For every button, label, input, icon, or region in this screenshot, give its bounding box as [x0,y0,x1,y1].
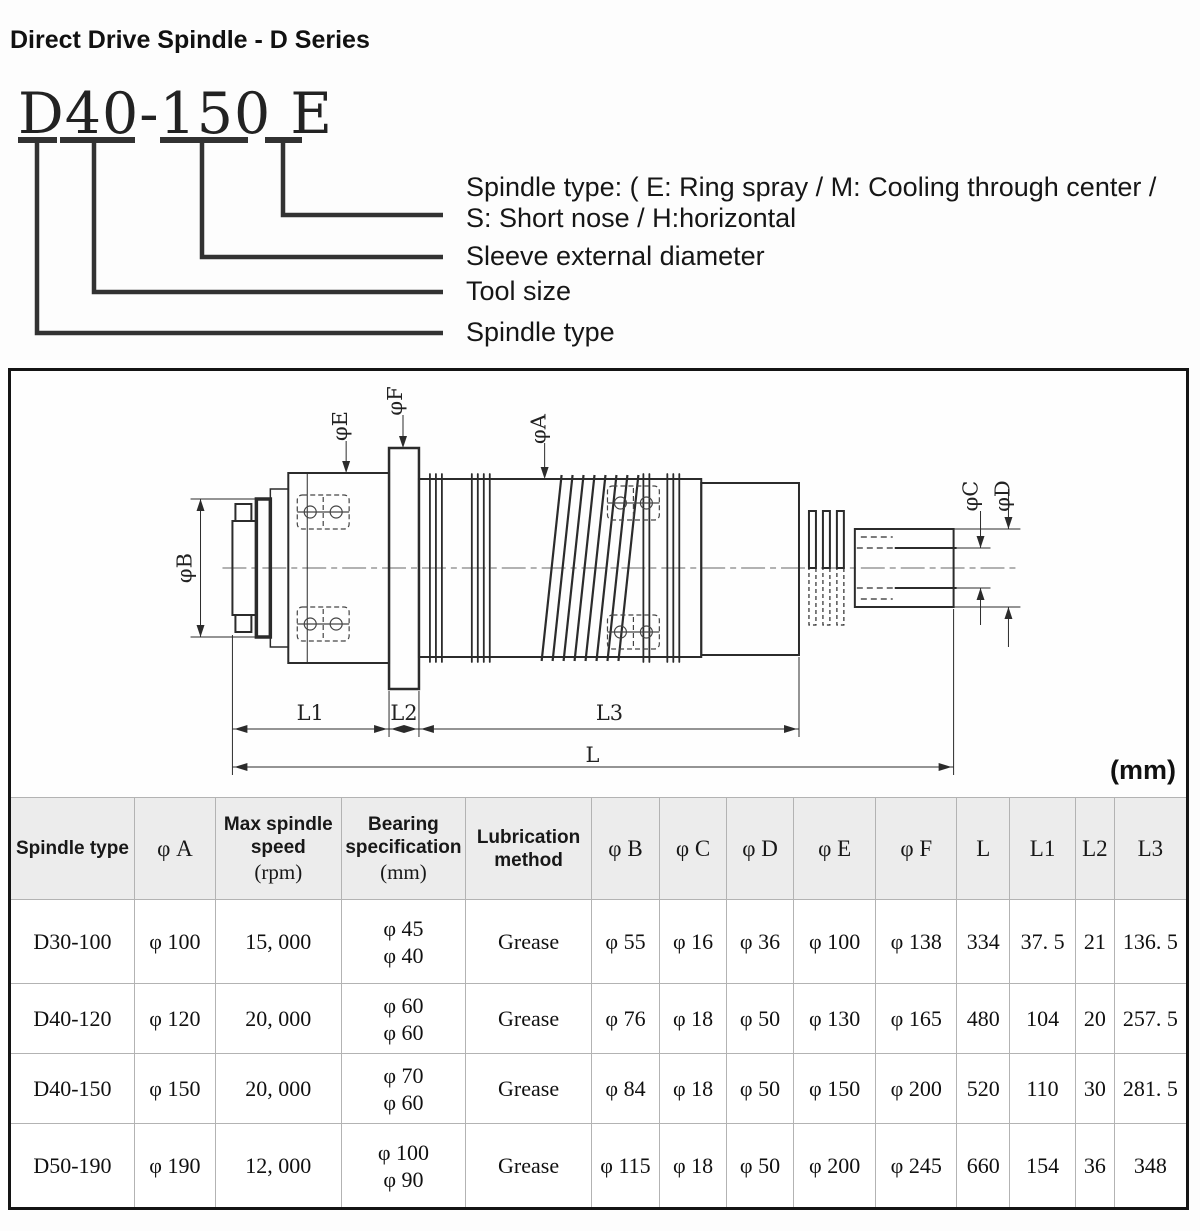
branch-label-spindle-type-codes: Spindle type: ( E: Ring spray / M: Cooli… [466,172,1157,233]
page-title: Direct Drive Spindle - D Series [10,26,370,54]
spec-table-wrap: Spindle type φ A Max spindle speed(rpm) … [11,797,1186,1207]
spec-table: Spindle type φ A Max spindle speed(rpm) … [11,797,1186,1207]
dimension-lines [190,415,1021,775]
col-header-max-speed: Max spindle speed(rpm) [214,797,342,900]
col-header-l2: L2 [1074,797,1115,900]
phi-c-label: φC [959,481,983,512]
col-header-phi-b: φ B [590,797,661,900]
phi-e-label: φE [328,411,352,441]
col-header-l1: L1 [1009,797,1076,900]
unit-label-mm: (mm) [1110,755,1176,785]
col-header-l3: L3 [1113,797,1186,900]
model-code-breakdown-diagram: D40-150 E [18,85,443,336]
table-header-row: Spindle type φ A Max spindle speed(rpm) … [11,797,1186,900]
col-header-lubrication: Lubrication method [465,797,592,900]
col-header-phi-e: φ E [792,797,877,900]
col-header-phi-f: φ F [875,797,958,900]
drawing-labels: φE φF φA φB φC φD L1 L2 L3 L [173,386,1015,767]
col-header-phi-d: φ D [726,797,794,900]
model-code-underlines [18,137,302,143]
branch-label-tool-size: Tool size [466,276,572,306]
model-code: D40-150 E [18,85,333,147]
l3-label: L3 [596,701,623,725]
col-header-phi-a: φ A [133,797,216,900]
bearing-symbols [296,485,660,650]
breakdown-branch-lines [34,143,443,336]
branch-label-spindle-type: Spindle type [466,317,615,347]
phi-b-label: φB [173,553,197,583]
branch-label-sleeve-external-diameter: Sleeve external diameter [466,241,765,271]
col-header-phi-c: φ C [659,797,728,900]
col-header-spindle-type: Spindle type [11,797,135,900]
phi-d-label: φD [990,480,1014,512]
phi-a-label: φA [527,413,551,444]
l-label: L [586,743,600,767]
coil-hatch [540,474,640,662]
phi-f-label: φF [383,386,407,415]
drawing-and-table-box: φE φF φA φB φC φD L1 L2 L3 L (mm) [8,368,1189,1210]
dimension-arrowheads [196,436,1013,771]
col-header-bearing-spec: Bearing specification(mm) [340,797,467,900]
l2-label: L2 [390,701,417,725]
spindle-technical-drawing: φE φF φA φB φC φD L1 L2 L3 L [173,386,1021,775]
l1-label: L1 [297,701,324,725]
col-header-l: L [956,797,1011,900]
